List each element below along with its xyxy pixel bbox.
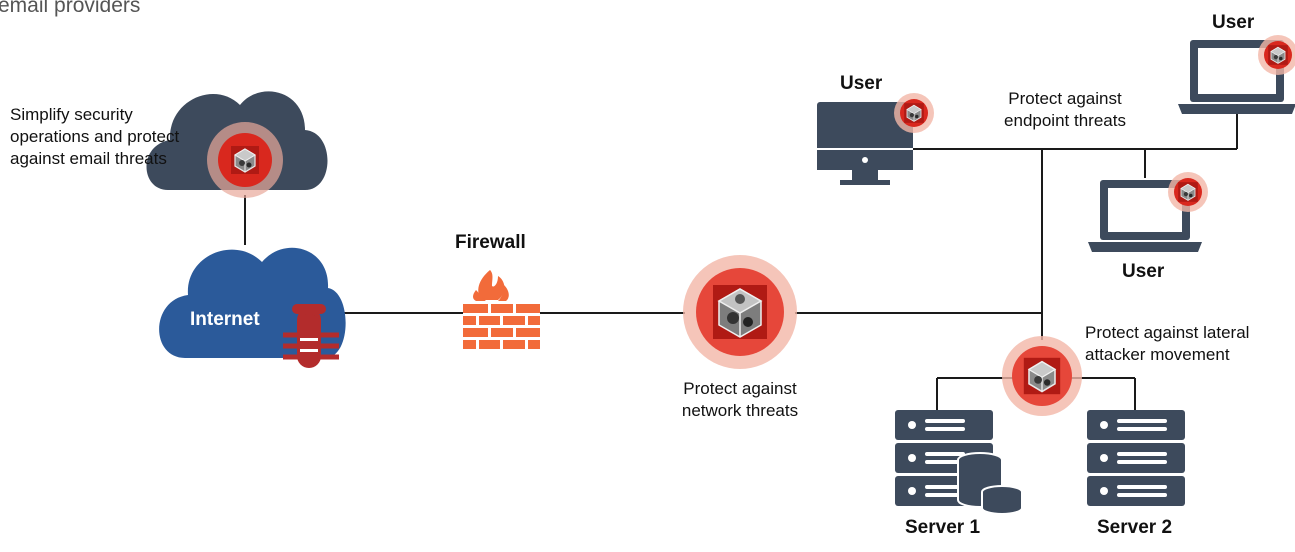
endpoint-threat-caption: Protect against endpoint threats [1004,89,1126,130]
connection-lines [244,110,1238,410]
bug-icon [283,304,339,368]
server2-label: Server 2 [1097,517,1173,538]
lateral-threat-badge-icon [1002,336,1082,416]
user-laptop-top-label: User [1212,12,1255,33]
lateral-threat-caption: Protect against lateral attacker movemen… [1085,323,1250,364]
email-cloud-icon [146,91,328,198]
database-icon [957,452,1023,515]
server1-icon [895,410,1023,515]
user-laptop-mid-label: User [1122,261,1165,282]
network-threat-badge-icon [683,255,797,369]
network-threat-caption: Protect against network threats [681,379,799,420]
laptop-top-icon [1178,35,1295,114]
laptop-mid-icon [1088,172,1208,252]
firewall-icon [463,270,540,349]
email-cloud-caption: Simplify security operations and protect… [10,105,180,168]
header-fragment: email providers [0,0,141,17]
server1-label: Server 1 [905,517,981,538]
server2-icon [1087,410,1185,506]
desktop-monitor-icon [817,93,934,185]
user-desktop-label: User [840,73,883,94]
firewall-label: Firewall [455,232,526,253]
internet-label: Internet [190,309,260,330]
